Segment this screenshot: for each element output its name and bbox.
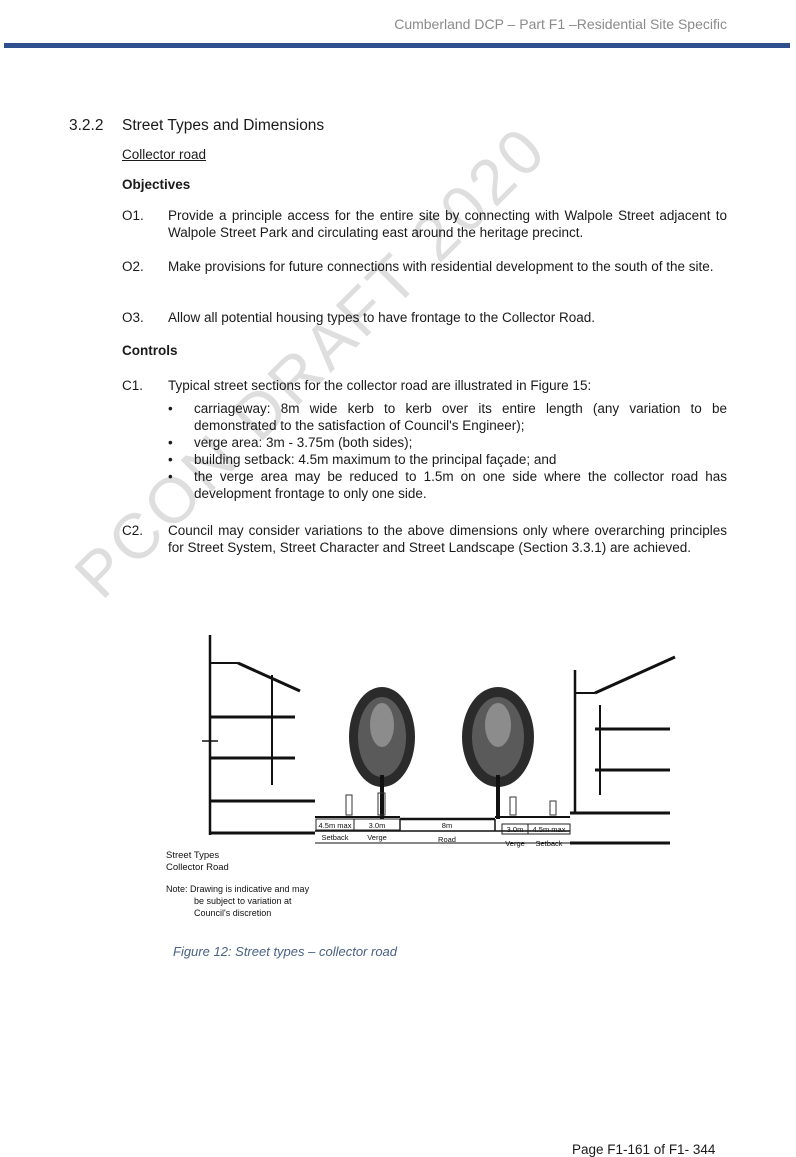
figure-subtitle: Collector Road [166,862,229,873]
right-building [570,655,676,845]
objective-text: Make provisions for future connections w… [168,259,714,274]
control-code: C2. [122,523,144,538]
dimension-row [315,818,571,835]
control-text: Council may consider variations to the a… [168,523,727,555]
dimension-label: 3.0m [507,825,524,834]
bullet-item: •verge area: 3m - 3.75m (both sides); [168,435,413,450]
tree-left [345,687,415,819]
header-divider [4,43,790,48]
figure-note: be subject to variation at [194,896,292,906]
street-section-figure: 4.5m max 3.0m 8m 3.0m 4.5m max Setback V… [150,625,690,925]
left-building [202,635,315,835]
objectives-heading: Objectives [122,177,191,192]
section-title: Street Types and Dimensions [122,117,325,134]
bullet-item: •building setback: 4.5m maximum to the p… [168,452,557,467]
dimension-label: 8m [442,821,452,830]
bullet-item: •carriageway: 8m wide kerb to kerb over … [168,401,727,433]
figure-caption: Figure 12: Street types – collector road [173,944,398,959]
figure-note: Note: Drawing is indicative and may [166,884,310,894]
objective-code: O3. [122,310,144,325]
figure-title: Street Types [166,850,219,861]
figure-note: Council's discretion [194,908,271,918]
tree-right [462,687,557,819]
page-number: Page F1-161 of F1- 344 [572,1142,716,1157]
zone-label: Road [438,835,456,844]
dimension-label: 4.5m max [533,825,566,834]
section-number: 3.2.2 [69,117,104,134]
zone-label: Setback [321,833,348,842]
control-c1-bullets: •carriageway: 8m wide kerb to kerb over … [168,400,727,502]
bullet-item: •the verge area may be reduced to 1.5m o… [168,469,727,501]
objective-code: O2. [122,259,144,274]
zone-label: Setback [535,839,562,848]
zone-label: Verge [367,833,387,842]
zone-label: Verge [505,839,525,848]
dimension-label: 4.5m max [319,821,352,830]
section-heading: 3.2.2 Street Types and Dimensions [69,117,324,135]
control-code: C1. [122,378,144,393]
subsection-title: Collector road [122,147,207,162]
dimension-label: 3.0m [369,821,386,830]
objective-text: Allow all potential housing types to hav… [168,310,596,325]
controls-heading: Controls [122,343,178,358]
street-section-drawing: 4.5m max 3.0m 8m 3.0m 4.5m max Setback V… [166,635,676,918]
objective-code: O1. [122,208,144,223]
objective-text: Provide a principle access for the entir… [168,208,727,240]
control-text: Typical street sections for the collecto… [168,378,592,393]
running-header: Cumberland DCP – Part F1 –Residential Si… [394,16,727,32]
